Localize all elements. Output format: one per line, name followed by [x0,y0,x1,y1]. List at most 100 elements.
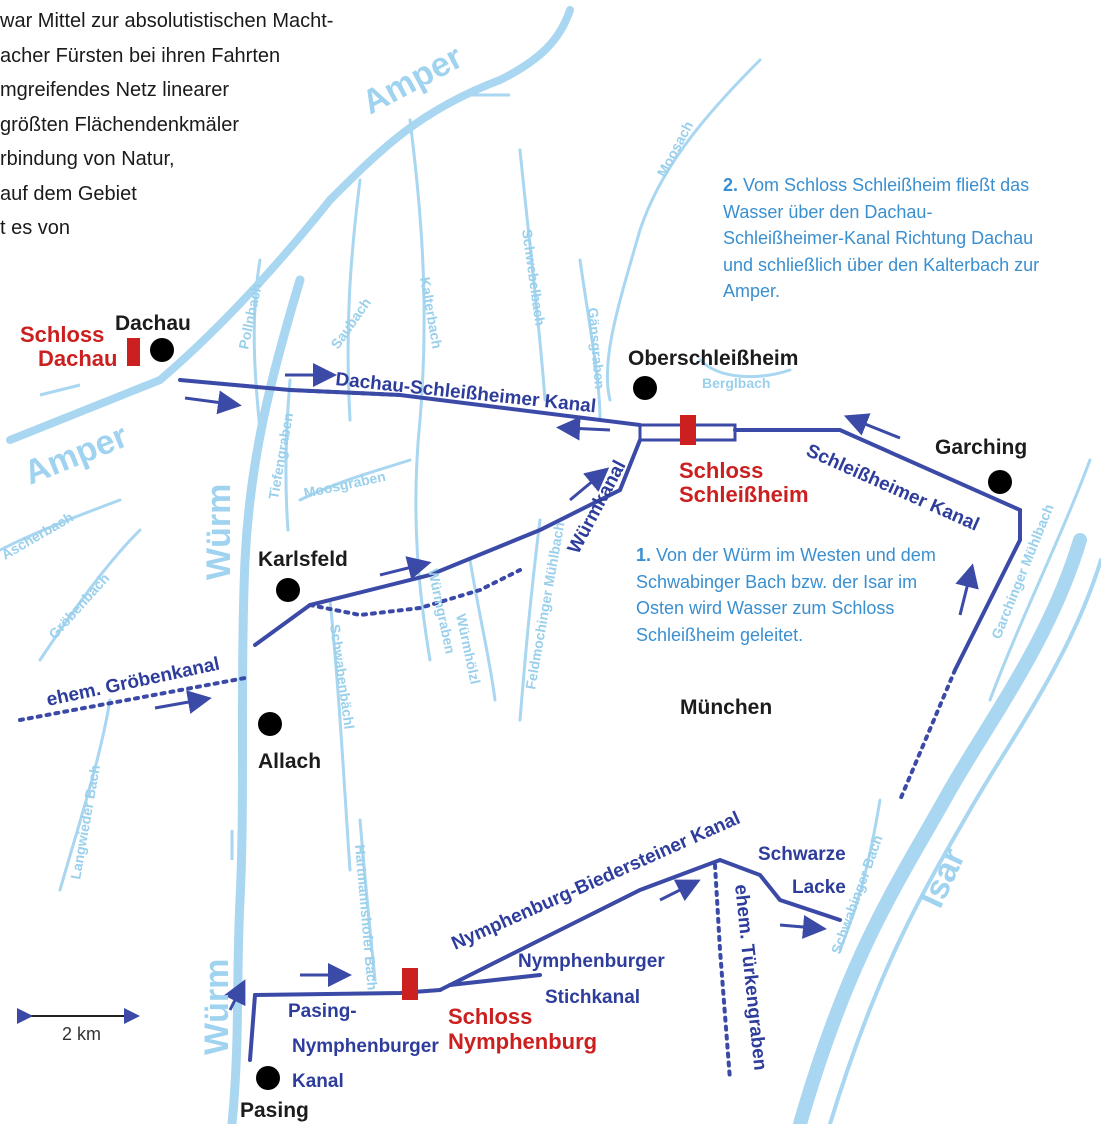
castle-marker-nymphenburg [402,968,418,1000]
city-dot-allach [258,712,282,736]
place-label-muenchen: München [680,696,772,719]
groebenbach-stream [38,528,142,662]
dachau-schleissheimer-canal-main [398,393,642,427]
dachau-schleissheimer-canal-dotted [288,388,402,397]
wuermhoelzl-stream [468,558,497,702]
schleissheimer-canal-dotted [898,668,957,802]
flow-arrow [948,769,962,801]
castle-label-schleissheim-1: Schloss [679,458,763,483]
flow-arrow [843,413,901,440]
intro-line: auf dem Gebiet [0,182,137,205]
wuermkanal-dotted [308,568,522,618]
tiefengraben-stream [284,378,292,532]
stream-label: Gröbenbach [45,570,112,642]
wuermkanal [253,438,642,647]
canal-label-nymph-stich-2: Stichkanal [545,987,640,1008]
intro-text: war Mittel zur absolutistischen Macht- a… [0,4,420,246]
flow-arrow [556,416,611,441]
flow-arrow [184,390,242,415]
canal-label-dachau-schleissheimer: Dachau-Schleißheimer Kanal [334,369,597,417]
scale-label: 2 km [62,1024,101,1044]
schwabinger-stream [838,798,882,952]
stream-label: Gänsgraben [585,307,608,390]
city-dot-karlsfeld [276,578,300,602]
feldmochinger-stream [518,518,542,722]
castle-label-nymphenburg-1: Schloss [448,1004,532,1029]
stream-label: Schwebelbach [519,228,548,327]
wuerm-river [227,275,305,1124]
groebenkanal-dotted [18,676,247,722]
info-number: 2. [723,175,739,195]
nymph-stich-canal [448,973,542,987]
intro-line: rbindung von Natur, [0,148,175,170]
hartmannshofer-stream [358,818,377,982]
intro-line: war Mittel zur absolutistischen Macht- [0,10,334,32]
place-label-dachau: Dachau [115,312,191,335]
city-dot-oberschleissheim [633,376,657,400]
castle-label-dachau-2: Dachau [38,346,117,371]
place-label-allach: Allach [258,750,321,773]
stream-label: Saubach [327,295,374,352]
tuerkengraben-dotted [713,863,732,1082]
flow-arrow [955,563,979,616]
intro-line: mgreifendes Netz linearer [0,79,229,101]
river-label-amper-top: Amper [356,38,469,122]
canal-label-nymph-bied: Nymphenburg-Biedersteiner Kanal [448,808,743,955]
info-box-1: 1. Von der Würm im Westen und dem Schwab… [636,542,966,648]
place-label-pasing: Pasing [240,1099,309,1122]
pollnbach-stream [252,258,262,432]
gaensgraben-stream [578,258,602,422]
canal-label-schwarze-2: Lacke [792,877,846,898]
castle-marker-schleissheim [680,415,696,445]
moosgraben-stream [298,458,412,502]
canal-label-schwarze-1: Schwarze [758,844,846,865]
ascherbach-stream [0,498,122,552]
pasing-nymph-canal-2 [248,993,257,1062]
isar-river [793,533,1087,1124]
pasing-nymph-canal [253,988,442,997]
canal-label-tuerkengraben: ehem. Türkengraben [730,883,770,1071]
langwieder-stream [58,698,112,892]
stream-label: Moosach [654,118,697,179]
canal-label-pasing-1: Pasing- [288,1001,357,1022]
river-label-wuerm-2: Würm [198,959,236,1055]
stream-label: Würmgraben [425,567,459,655]
nymph-bied-canal [438,857,842,992]
info-text: Von der Würm im Westen und dem Schwabing… [636,545,936,645]
info-box-2: 2. Vom Schloss Schleißheim fließt das Wa… [723,172,1053,305]
city-dot-garching [988,470,1012,494]
flow-arrow [569,467,610,502]
flow-arrow [154,690,212,714]
isar-bank [828,558,1101,1124]
stream-label: Hartmannshofer Bach [352,844,381,991]
info-number: 1. [636,545,652,565]
intro-line: größten Flächendenkmäler [0,113,240,136]
flow-arrows-light [39,93,962,860]
stream-label: Kalterbach [417,276,445,350]
schleissheim-loop [638,423,737,442]
stream-label: Schwabenbächl [327,623,358,730]
saubach-stream [346,178,362,422]
schleissheimer-canal [733,428,1022,672]
kalterbach-stream [408,118,432,662]
city-dot-dachau [150,338,174,362]
river-label-wuerm-1: Würm [200,484,238,580]
canal-label-nymph-stich-1: Nymphenburger [518,951,665,972]
stream-label: Langwieder Bach [67,764,103,881]
schwabenbaechl-stream [328,598,352,872]
schwebelbach-stream [518,148,547,402]
info-text: Vom Schloss Schleißheim fließt das Wasse… [723,175,1040,301]
flow-arrow [223,979,246,1011]
canal-label-pasing-3: Kanal [292,1071,344,1092]
castle-label-dachau-1: Schloss [20,322,104,347]
stream-label: Berglbach [702,375,770,391]
amper-river [6,6,574,444]
stream-label: Ascherbach [0,509,76,563]
city-dot-pasing [256,1066,280,1090]
flow-arrow [659,879,701,902]
flow-arrows-canal [154,363,979,1011]
canal-label-pasing-2: Nymphenburger [292,1036,439,1057]
castle-label-schleissheim-2: Schleißheim [679,482,809,507]
place-label-garching: Garching [935,436,1027,459]
